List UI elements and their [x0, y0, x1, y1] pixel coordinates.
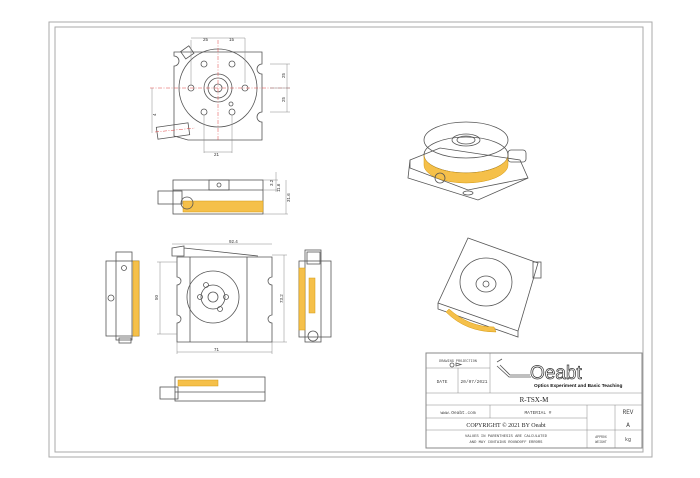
dim-front-left-height: 50: [154, 294, 159, 300]
rev-value: A: [626, 422, 630, 429]
note-line-2: AND MAY CONTAINS ROUNDOFF ERRORS: [470, 441, 544, 445]
date-value: 20/07/2021: [460, 379, 487, 385]
dim-side-small-a: 3.2: [269, 179, 274, 186]
dim-front-bottom-width: 71: [214, 347, 220, 352]
dim-front-width: 92.4: [229, 239, 238, 244]
bottom-view: [159, 376, 266, 402]
isometric-view-top: [407, 121, 529, 201]
dim-top-left-offset: 4: [152, 113, 157, 116]
note-line-1: VALUES IN PARENTHESIS ARE CALCULATED: [465, 435, 548, 439]
material-label: MATERIAL #: [524, 410, 551, 416]
title-block: DRAWING PROJECTION DATE 20/07/2021 Oeabt…: [425, 352, 643, 449]
rev-label: REV: [623, 409, 634, 416]
date-label: DATE: [437, 379, 448, 385]
weight-label-2: WEIGHT: [595, 440, 607, 444]
isometric-view-bottom: [437, 237, 542, 338]
dim-top-upper-height: 25: [281, 72, 286, 78]
left-side-view: [105, 251, 140, 344]
copyright: COPYRIGHT © 2021 BY Oeabt: [466, 422, 546, 429]
oeabt-logo: Oeabt Optics Experiment and Basic Teachi…: [496, 358, 622, 389]
logo-text: Oeabt: [530, 363, 582, 384]
outer-frame: [48, 21, 653, 458]
logo-tagline: Optics Experiment and Basic Teaching: [534, 383, 622, 389]
front-view: 92.4 50 73.2 71: [154, 239, 287, 354]
dim-top-left-width: 25: [203, 37, 209, 42]
website: www.Oeabt.com: [440, 410, 475, 416]
side-view: 3.2 11.6 31.6: [157, 172, 291, 215]
projection-symbol-icon: [449, 362, 463, 368]
dim-top-lower-height: 25: [281, 96, 286, 102]
dim-side-height: 31.6: [286, 193, 291, 202]
weight-label-1: APPROX: [595, 435, 607, 439]
dim-side-small-b: 11.6: [276, 183, 281, 192]
drawing-projection-label: DRAWING PROJECTION: [439, 360, 477, 364]
part-number: R-TSX-M: [520, 396, 550, 404]
weight-unit: kg: [625, 437, 631, 443]
right-side-view: [298, 249, 332, 343]
inner-frame: [54, 26, 644, 453]
top-view: 25 15 25 25 21 4: [150, 37, 290, 157]
dim-top-right-width: 15: [229, 37, 235, 42]
dim-front-right-height: 73.2: [279, 294, 284, 303]
dim-top-bottom-width: 21: [214, 152, 220, 157]
